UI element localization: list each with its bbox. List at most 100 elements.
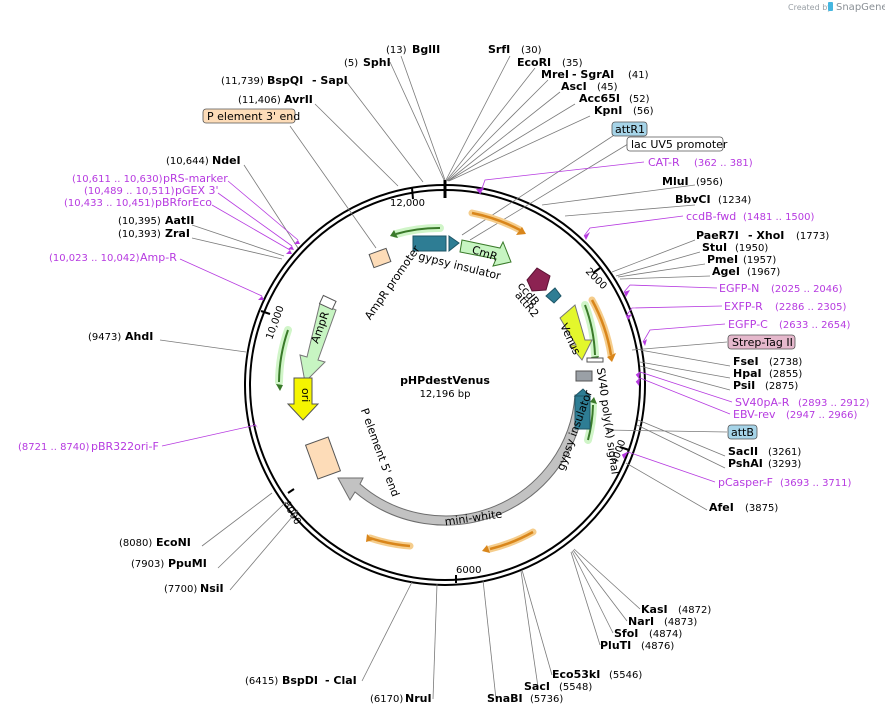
primer-cat-r[interactable]: CAT-R: [648, 156, 680, 169]
ori-feature[interactable]: [286, 377, 320, 421]
feature-leader-lines: [289, 125, 728, 433]
enzyme-saci[interactable]: SacI: [524, 680, 550, 693]
primer-ccdb-fwd[interactable]: ccdB-fwd: [686, 210, 736, 223]
snapgene-logo-icon: [828, 2, 833, 11]
enzyme-snabi[interactable]: SnaBI: [487, 692, 523, 705]
enzyme-ndei[interactable]: NdeI: [212, 154, 241, 167]
enzyme-hpai-pos: (2855): [769, 369, 802, 380]
ampr-small-marker: [318, 294, 337, 311]
cmr-feature[interactable]: [459, 239, 512, 267]
enzyme-pmei[interactable]: PmeI: [707, 253, 738, 266]
enzyme-kpni[interactable]: KpnI: [594, 104, 622, 117]
enzyme-paer7i[interactable]: PaeR7I: [696, 229, 739, 242]
enzyme-sphi[interactable]: SphI: [363, 56, 391, 69]
attr2-feature[interactable]: [545, 287, 562, 304]
green-arrows: [278, 226, 596, 441]
primer-marks: [252, 188, 647, 459]
enzyme-asci[interactable]: AscI: [561, 80, 587, 93]
ampr-promoter-feature[interactable]: [368, 247, 392, 269]
gypsy-insulator-top-feature[interactable]: [412, 235, 447, 252]
enzyme-acc65i[interactable]: Acc65I: [579, 92, 620, 105]
strep-tag-box[interactable]: [727, 334, 796, 350]
tick-2000: [592, 267, 601, 274]
enzyme-stui[interactable]: StuI: [702, 241, 727, 254]
primer-ebv-rev-pos: (2947 .. 2966): [786, 410, 858, 421]
ampr-feature[interactable]: [299, 302, 337, 384]
primer-amp-r-pos: (10,023 .. 10,042): [49, 253, 140, 264]
enzyme-psii[interactable]: PsiI: [733, 379, 755, 392]
enzyme-sfoi[interactable]: SfoI: [614, 627, 638, 640]
primer-prs-marker[interactable]: pRS-marker: [163, 172, 228, 185]
enzyme-afei[interactable]: AfeI: [709, 501, 734, 514]
primer-exfp-r[interactable]: EXFP-R: [724, 300, 763, 313]
enzyme-sacii-pos: (3261): [768, 447, 801, 458]
enzyme-fsei[interactable]: FseI: [733, 355, 759, 368]
gypsy-insulator-top-arrow-icon: [448, 235, 460, 253]
enzyme-ndei-pos: (10,644): [166, 156, 209, 167]
enzyme-avrii[interactable]: AvrII: [284, 93, 313, 106]
enzyme-mrei-pos: (41): [628, 70, 649, 81]
primer-pbrforeco[interactable]: pBRforEco: [155, 196, 212, 209]
enzyme-mlui[interactable]: MluI: [662, 175, 689, 188]
p-element-5-feature[interactable]: [304, 436, 342, 480]
strep-tag-feature[interactable]: [575, 370, 593, 382]
enzyme-nrui[interactable]: NruI: [405, 692, 432, 705]
primer-sv40pa-r[interactable]: SV40pA-R: [735, 396, 790, 409]
enzyme-paer7i-pos: (1773): [796, 231, 829, 242]
enzyme-bspqi[interactable]: BspQI: [267, 74, 303, 87]
enzyme-zrai[interactable]: ZraI: [165, 227, 190, 240]
attb-box[interactable]: [727, 424, 758, 440]
enzyme-agei[interactable]: AgeI: [712, 265, 740, 278]
attr1-box[interactable]: [611, 121, 648, 137]
primer-egfp-n[interactable]: EGFP-N: [719, 282, 759, 295]
enzyme-ecori[interactable]: EcoRI: [517, 56, 551, 69]
mini-white-feature[interactable]: [337, 394, 586, 526]
enzyme-bspdi[interactable]: BspDI: [282, 674, 318, 687]
enzyme-kasi-pos: (4872): [678, 605, 711, 616]
venus-feature[interactable]: [559, 304, 593, 361]
enzyme-nari[interactable]: NarI: [628, 615, 654, 628]
enzyme-aatii[interactable]: AatII: [165, 214, 194, 227]
lac-uv5-promoter-box[interactable]: [626, 136, 724, 152]
enzyme-sgrai[interactable]: - SgrAI: [572, 68, 614, 81]
enzyme-srfi[interactable]: SrfI: [488, 43, 510, 56]
primer-pbr322ori-f[interactable]: pBR322ori-F: [91, 440, 159, 453]
enzyme-xhoi[interactable]: - XhoI: [748, 229, 784, 242]
enzyme-bbvci[interactable]: BbvCI: [675, 193, 711, 206]
enzyme-pluti[interactable]: PluTI: [600, 639, 631, 652]
enzyme-nrui-pos: (6170): [370, 694, 403, 705]
enzyme-sapi[interactable]: - SapI: [312, 74, 348, 87]
ccdb-feature[interactable]: [526, 267, 551, 292]
plasmid-size: 12,196 bp: [420, 389, 471, 400]
enzyme-psii-pos: (2875): [765, 381, 798, 392]
primer-ebv-rev[interactable]: EBV-rev: [733, 408, 776, 421]
plasmid-name: pHPdestVenus: [400, 374, 490, 387]
primer-pgex3[interactable]: pGEX 3': [175, 184, 219, 197]
enzyme-sacii[interactable]: SacII: [728, 445, 758, 458]
enzyme-nsii[interactable]: NsiI: [200, 582, 224, 595]
enzyme-ppumi[interactable]: PpuMI: [168, 557, 207, 570]
enzyme-bglii[interactable]: BglII: [412, 43, 440, 56]
enzyme-pshai[interactable]: PshAI: [728, 457, 763, 470]
p-element-3-box[interactable]: [202, 108, 296, 124]
enzyme-eco53ki[interactable]: Eco53kI: [552, 668, 600, 681]
primer-egfp-c[interactable]: EGFP-C: [728, 318, 768, 331]
enzyme-econi-pos: (8080): [119, 538, 152, 549]
enzyme-clai[interactable]: - ClaI: [325, 674, 357, 687]
tick-12000: [411, 187, 414, 200]
enzyme-pmei-pos: (1957): [743, 255, 776, 266]
enzyme-hpai[interactable]: HpaI: [733, 367, 762, 380]
enzyme-econi[interactable]: EcoNI: [156, 536, 191, 549]
attr1-label: attR1: [615, 123, 645, 136]
primer-amp-r[interactable]: Amp-R: [140, 251, 177, 264]
enzyme-ahdi[interactable]: AhdI: [125, 330, 153, 343]
enzyme-mrei[interactable]: MreI: [541, 68, 569, 81]
enzyme-kasi[interactable]: KasI: [641, 603, 668, 616]
enzyme-ahdi-pos: (9473): [88, 332, 121, 343]
enzyme-bspqi-pos: (11,739): [221, 76, 264, 87]
gypsy-insulator-right-arrow-icon: [573, 388, 592, 397]
credit-brand: SnapGene: [836, 2, 885, 13]
enzyme-ecori-pos: (35): [562, 58, 583, 69]
primer-pcasper-f[interactable]: pCasper-F: [718, 476, 773, 489]
